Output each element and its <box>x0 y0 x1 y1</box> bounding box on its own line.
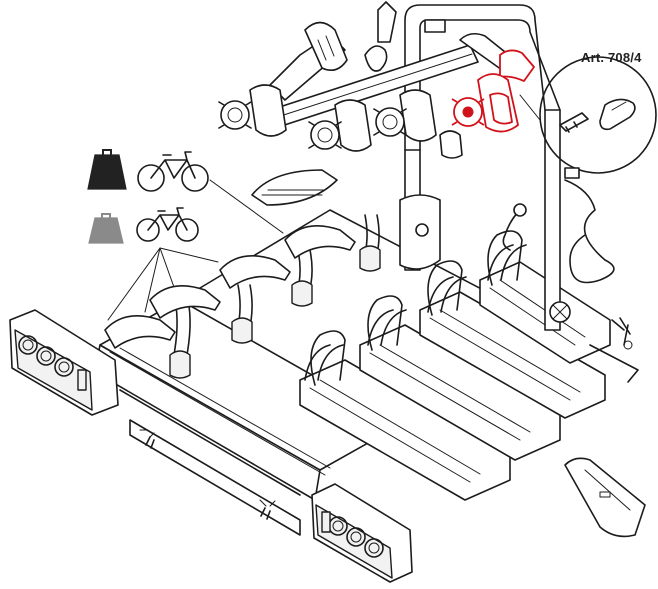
wheel-holder-front-4 <box>284 214 381 272</box>
wheel-holder-front-2 <box>149 284 253 344</box>
top-bar <box>254 32 511 133</box>
article-number-label: Art. 708/4 <box>581 50 642 65</box>
bicycle-icon-small <box>136 207 199 242</box>
right-tail-light <box>311 483 413 583</box>
hex-key-part <box>589 344 639 383</box>
wheel-tray-3 <box>419 260 606 419</box>
upright-mast <box>399 4 571 331</box>
weight-heavy-icon <box>87 149 127 190</box>
frame-arm-3 <box>373 89 437 142</box>
wheel-tray-2 <box>359 295 561 461</box>
key-part <box>611 317 633 350</box>
mast-knob <box>439 130 463 159</box>
article-callout <box>519 56 657 174</box>
wheel-holder-front-3 <box>219 249 313 307</box>
bicycle-icon <box>137 151 209 192</box>
frame-arm-2 <box>308 99 372 152</box>
loose-cover-part <box>251 169 338 206</box>
wheel-straps <box>304 244 527 381</box>
wheel-tray-1 <box>299 330 511 501</box>
left-tail-light <box>9 309 119 416</box>
frame-arm-top <box>269 21 348 101</box>
frame-arm-1 <box>218 84 287 137</box>
frame-arm-highlighted <box>451 49 535 133</box>
top-clamp-part <box>364 1 446 72</box>
cable-plug <box>502 167 615 284</box>
weight-light-icon <box>88 213 124 244</box>
leader-lines <box>107 179 284 321</box>
end-cap-part <box>564 457 646 538</box>
